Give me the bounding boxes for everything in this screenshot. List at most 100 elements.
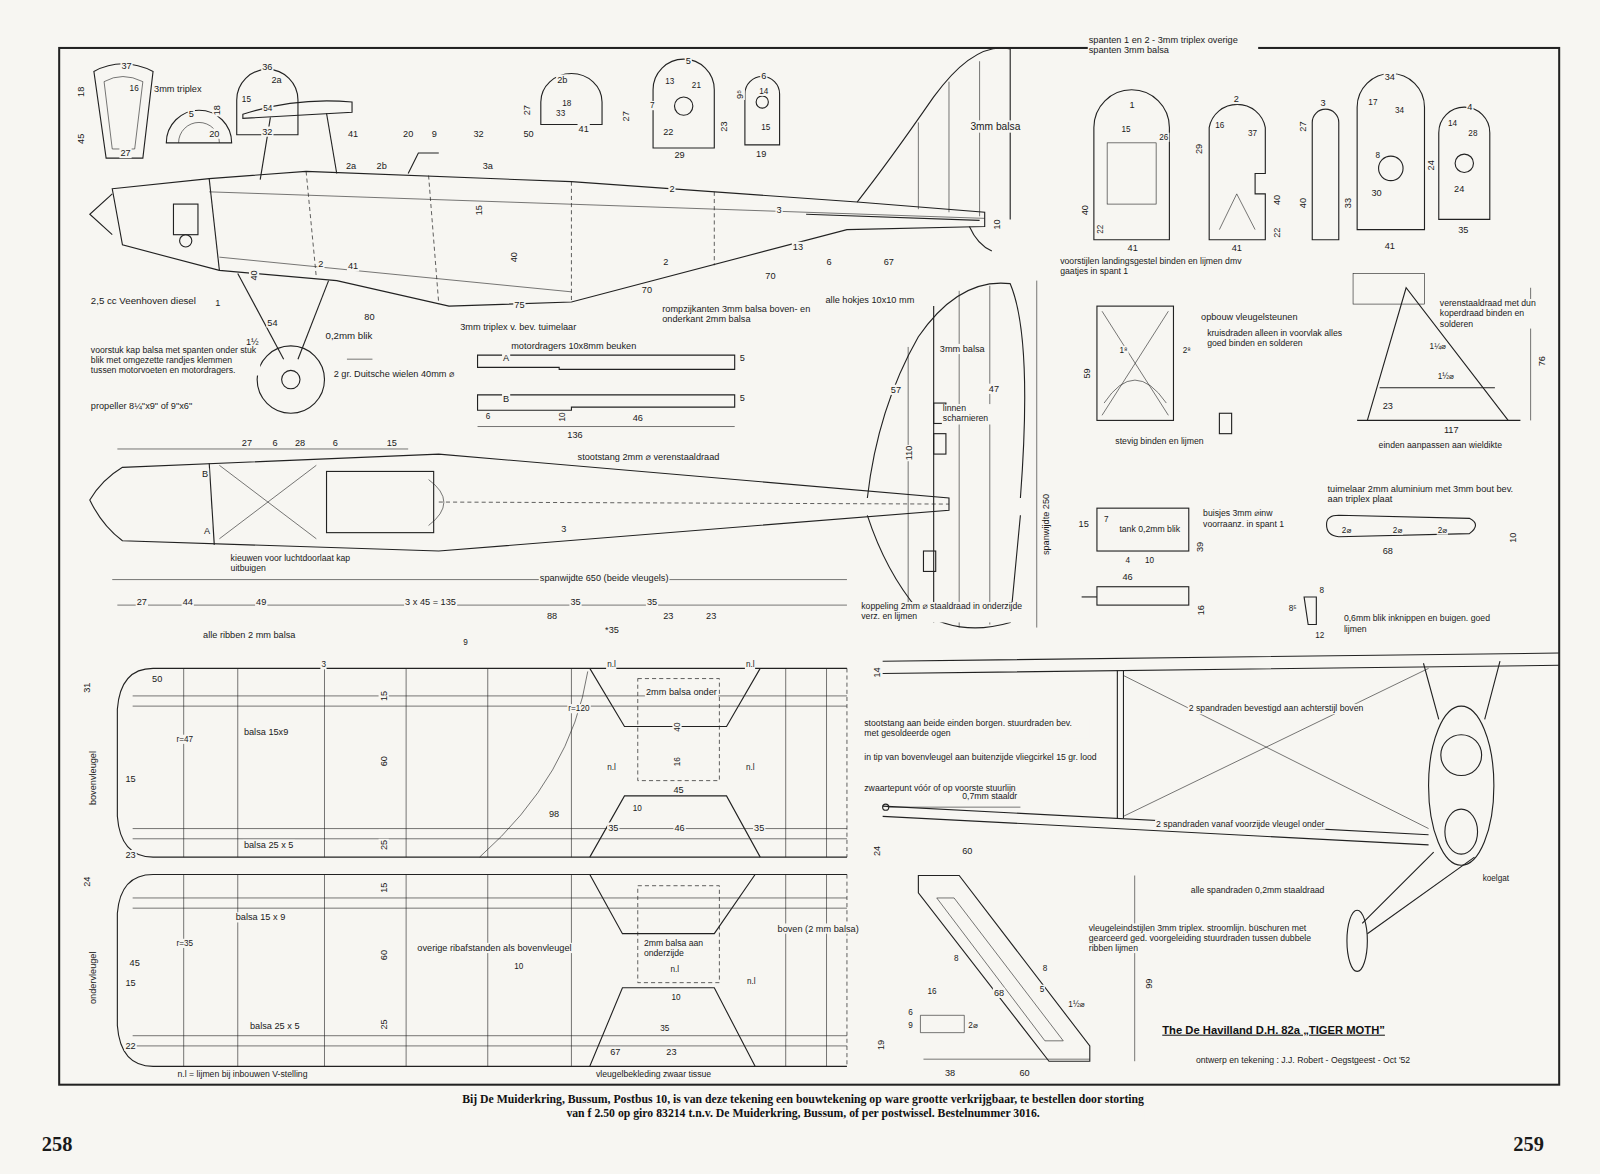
dimension-label: 24 — [1453, 184, 1465, 195]
dimension-label: 16 — [129, 84, 140, 93]
dimension-label: 6 — [332, 438, 339, 449]
annotation-note: balsa 15x9 — [243, 727, 289, 738]
dimension-label: 35 — [753, 822, 765, 833]
dimension-label: 27 — [241, 438, 253, 449]
dimension-label: 16 — [1196, 604, 1207, 616]
annotation-note: in tip van bovenvleugel aan buitenzijde … — [863, 753, 1100, 763]
dimension-label: 8 — [953, 954, 960, 963]
dimension-label: 28 — [1467, 129, 1478, 138]
dimension-label: 25 — [379, 839, 390, 851]
dimension-label: 13 — [664, 77, 675, 86]
annotation-note: tank 0,2mm blik — [1118, 524, 1181, 534]
dimension-label: 15 — [1078, 518, 1090, 529]
dimension-label: 33 — [1343, 197, 1354, 209]
dimension-label: 35 — [646, 597, 658, 608]
dimension-label: 15 — [124, 773, 136, 784]
tailplane — [867, 281, 1036, 628]
dimension-label: 15 — [760, 122, 771, 131]
dimension-label: 27 — [136, 597, 148, 608]
annotation-note: vleugelbekleding zwaar tissue — [595, 1069, 712, 1079]
dimension-label: 24 — [1426, 159, 1437, 171]
dimension-label: 15 — [379, 882, 390, 894]
upper-wing-plan — [117, 605, 847, 857]
dimension-label: 88 — [546, 611, 558, 622]
dimension-label: 23 — [124, 850, 136, 861]
dimension-label: 34 — [1384, 71, 1396, 82]
dimension-label: 20 — [208, 129, 220, 140]
annotation-note: stevig binden en lijmen — [1114, 437, 1204, 447]
dimension-label: 60 — [379, 949, 390, 961]
dimension-label: 20 — [402, 129, 414, 140]
annotation-note: 2,5 cc Veenhoven diesel — [90, 296, 197, 307]
dimension-label: 8 — [1042, 964, 1049, 973]
dimension-label: 5 — [685, 56, 692, 67]
annotation-note: r=35 — [176, 939, 195, 948]
dimension-label: 24 — [871, 845, 882, 857]
dimension-label: 2 — [317, 259, 324, 270]
annotation-note: verenstaaldraad met dun koperdraad binde… — [1439, 299, 1553, 329]
dimension-label: 32 — [261, 127, 273, 138]
fuselage-frames — [237, 59, 780, 148]
annotation-note: ontwerp en tekening : J.J. Robert - Oegs… — [1195, 1056, 1411, 1066]
dimension-label: 34 — [1394, 106, 1405, 115]
annotation-note: rompzijkanten 3mm balsa boven- en onderk… — [661, 304, 821, 325]
dimension-label: 5 — [739, 353, 746, 364]
dimension-label: 10 — [1144, 556, 1155, 565]
dimension-label: 49 — [255, 597, 267, 608]
dimension-label: 1 — [1129, 100, 1136, 111]
annotation-note: spanten 1 en 2 - 3mm triplex overige spa… — [1088, 35, 1258, 56]
dimension-label: 6 — [826, 257, 833, 268]
annotation-note: motordragers 10x8mm beuken — [510, 341, 637, 352]
cowl-frame — [94, 64, 232, 158]
annotation-note: ondervleugel — [88, 950, 99, 1005]
annotation-note: n.l — [606, 763, 617, 772]
dimension-label: 9⁵ — [735, 89, 746, 100]
dimension-label: 40 — [672, 722, 681, 733]
dimension-label: 3 x 45 = 135 — [404, 597, 457, 608]
dimension-label: 54 — [266, 317, 278, 328]
dimension-label: 12 — [1314, 631, 1325, 640]
dimension-label: 10 — [632, 804, 643, 813]
dimension-label: 21 — [691, 81, 702, 90]
dimension-label: 37 — [120, 61, 132, 72]
annotation-note: n.l — [606, 660, 617, 669]
fuselage-side-view — [90, 48, 1010, 413]
dimension-label: 67 — [883, 257, 895, 268]
annotation-note: balsa 25 x 5 — [249, 1020, 301, 1031]
dimension-label: 44 — [182, 597, 194, 608]
annotation-note: balsa 15 x 9 — [235, 912, 287, 923]
dimension-label: 10 — [1508, 532, 1519, 544]
dimension-label: 10 — [558, 411, 567, 422]
annotation-note: 3a — [482, 161, 494, 172]
dimension-label: 50 — [522, 129, 534, 140]
annotation-note: A — [203, 526, 211, 537]
dimension-label: 70 — [641, 285, 653, 296]
dimension-label: 35 — [659, 1023, 670, 1032]
annotation-note: 2 spandraden vanaf voorzijde vleugel ond… — [1155, 819, 1325, 829]
dimension-label: 15 — [1120, 124, 1131, 133]
dimension-label: 40 — [249, 269, 260, 281]
dimension-label: 25 — [379, 1018, 390, 1030]
annotation-note: B — [502, 394, 510, 405]
dimension-label: 14 — [871, 666, 882, 678]
annotation-note: r=47 — [176, 735, 195, 744]
frame-sections — [1094, 73, 1490, 239]
lower-wing-plan — [117, 874, 847, 1066]
dimension-label: 18 — [76, 86, 87, 98]
dimension-label: 14 — [1447, 118, 1458, 127]
dimension-label: 15 — [241, 95, 252, 104]
dimension-label: 2 — [668, 184, 675, 195]
dimension-label: 40 — [509, 251, 520, 263]
dimension-label: 46 — [673, 822, 685, 833]
dimension-label: 6 — [760, 70, 767, 81]
dimension-label: 15 — [379, 690, 390, 702]
dimension-label: 2⁸ — [1182, 346, 1192, 355]
dimension-label: 41 — [347, 261, 359, 272]
dimension-label: 8⁵ — [1288, 604, 1298, 613]
dimension-label: 10 — [670, 993, 681, 1002]
dimension-label: 46 — [632, 413, 644, 424]
dimension-label: 1½⌀ — [1437, 371, 1455, 380]
annotation-note: 3mm triplex v. bev. tuimelaar — [459, 321, 577, 332]
dimension-label: 13 — [792, 242, 804, 253]
dimension-label: 5 — [188, 109, 195, 120]
